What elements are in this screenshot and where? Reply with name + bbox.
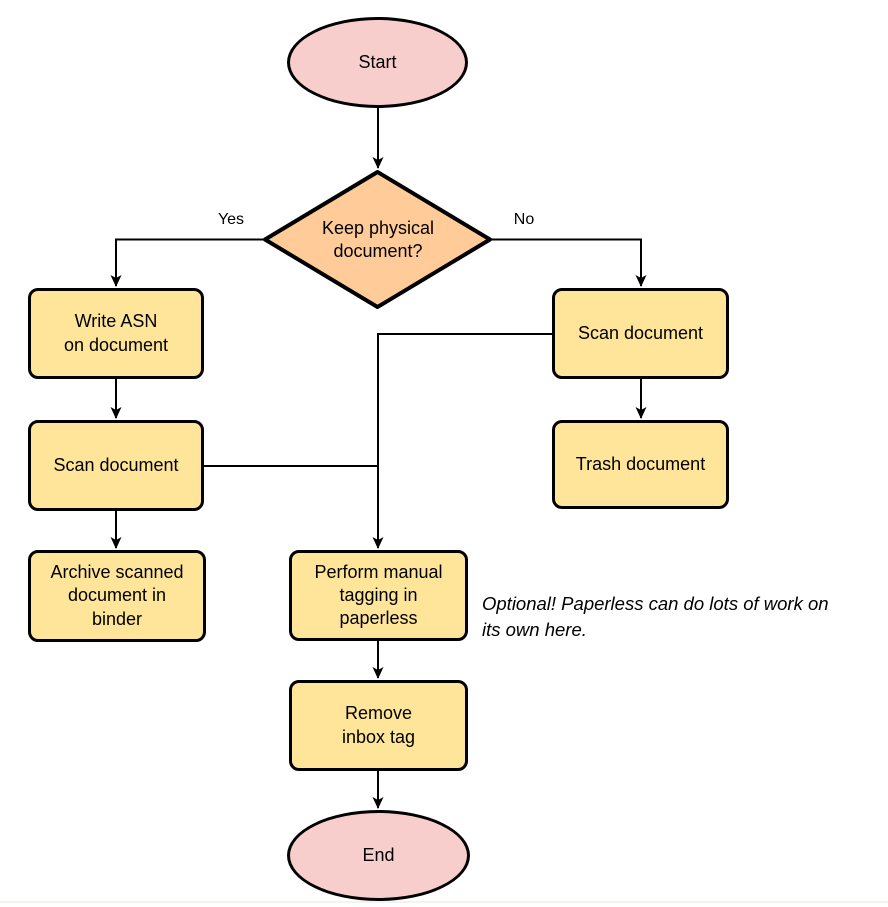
edge-decision-no-to-scan-right [490, 238, 647, 287]
node-start: Start [287, 17, 468, 108]
optional-note: Optional! Paperless can do lots of work … [482, 593, 829, 640]
edge-decision-yes-to-write-asn [110, 238, 265, 287]
node-start-label: Start [358, 51, 397, 72]
node-archive: Archive scanned document in binder [28, 550, 206, 642]
node-decision: Keep physical document? [277, 200, 479, 280]
node-write-asn-label: Write ASN on document [63, 311, 169, 355]
node-tagging: Perform manual tagging in paperless [289, 550, 468, 641]
node-trash-label: Trash document [575, 453, 706, 474]
node-scan-left: Scan document [28, 420, 204, 511]
node-scan-left-label: Scan document [53, 454, 179, 475]
node-trash: Trash document [552, 420, 729, 509]
node-scan-right-label: Scan document [577, 322, 704, 343]
edge-label-yes: Yes [205, 210, 257, 230]
decision-diamond-shape [263, 170, 492, 309]
node-tagging-label: Perform manual tagging in paperless [314, 561, 443, 629]
node-decision-label: Keep physical document? [321, 217, 435, 261]
node-remove-inbox: Remove inbox tag [289, 680, 468, 771]
bottom-divider [0, 901, 888, 903]
node-end: End [287, 810, 470, 901]
node-remove-inbox-label: Remove inbox tag [341, 703, 416, 747]
edge-scan-right-to-tagging [372, 333, 552, 549]
node-scan-right: Scan document [552, 288, 729, 379]
edge-label-no: No [503, 210, 545, 230]
node-write-asn: Write ASN on document [28, 288, 204, 379]
node-end-label: End [362, 844, 395, 865]
node-archive-label: Archive scanned document in binder [50, 562, 184, 629]
